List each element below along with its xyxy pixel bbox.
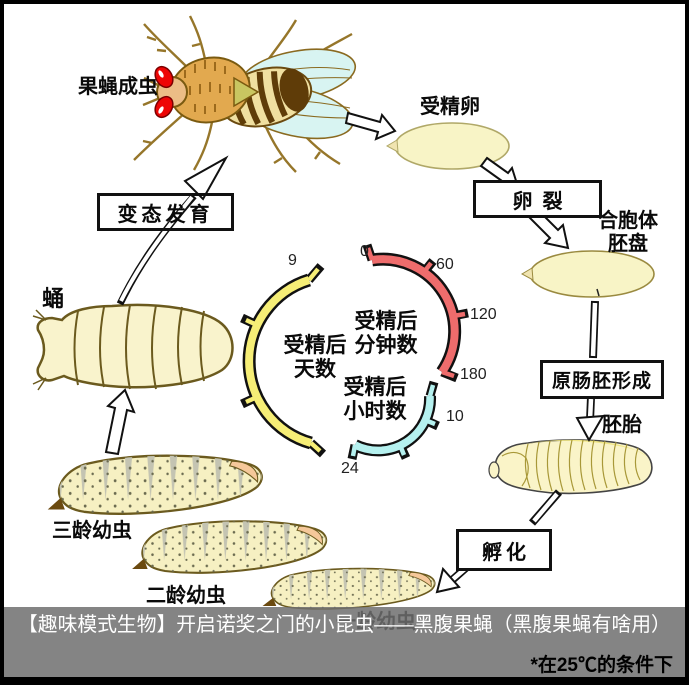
pupa-label: 蛹	[42, 286, 65, 311]
gastrulation-box: 原肠胚形成	[540, 360, 664, 399]
hours-tick-10: 10	[446, 408, 464, 425]
cleavage-box: 卵裂	[473, 180, 602, 218]
hours-scale-arc	[347, 380, 440, 460]
days-scale-label: 受精后天数	[283, 334, 347, 382]
blastoderm-illustration	[520, 250, 655, 298]
minutes-tick-120: 120	[470, 306, 497, 323]
minutes-tick-180: 180	[460, 366, 487, 383]
hours-tick-24: 24	[341, 460, 359, 477]
fertilized-egg-illustration	[385, 122, 510, 170]
embryo-label: 胚胎	[602, 414, 642, 436]
pupa-illustration	[32, 303, 234, 391]
days-scale-arc	[240, 263, 327, 458]
frame-border-right	[685, 0, 689, 685]
minutes-scale-label: 受精后分钟数	[354, 310, 418, 358]
fertilized-egg-label: 受精卵	[420, 96, 480, 118]
third-instar-larva	[48, 456, 262, 514]
metamorphosis-box: 变态发育	[97, 193, 234, 231]
frame-border-left	[0, 0, 4, 685]
frame-border-bottom	[0, 677, 689, 685]
caption-title: 【趣味模式生物】开启诺奖之门的小昆虫——黑腹果蝇（黑腹果蝇有啥用）	[18, 614, 671, 636]
fly-scutellum	[233, 76, 260, 108]
embryo-illustration	[488, 439, 653, 495]
arrow-fly-to-egg	[344, 111, 397, 141]
temperature-footnote: *在25℃的条件下	[530, 655, 673, 676]
arrow-larva-to-pupa	[104, 388, 136, 456]
days-tick-9: 9	[288, 252, 297, 269]
adult-fly-label: 果蝇成虫	[78, 76, 158, 98]
first-instar-larva	[263, 569, 435, 609]
frame-border-top	[0, 0, 689, 4]
minutes-scale-arc	[362, 243, 469, 383]
hours-scale-label: 受精后小时数	[343, 376, 407, 424]
arrow-pupa-to-fly	[116, 155, 229, 306]
minutes-tick-60: 60	[436, 256, 454, 273]
second-instar-larva	[132, 521, 326, 573]
arrow-blastoderm-to-embryo	[575, 288, 605, 443]
caption-overlay-bar: 【趣味模式生物】开启诺奖之门的小昆虫——黑腹果蝇（黑腹果蝇有啥用） *在25℃的…	[4, 607, 685, 677]
third-instar-label: 三龄幼虫	[52, 520, 132, 542]
arrow-cleavage-to-blastoderm	[527, 207, 570, 250]
blastoderm-label: 合胞体胚盘	[598, 210, 658, 255]
adult-fly-illustration	[133, 15, 357, 173]
minutes-tick-0: 0	[360, 243, 369, 260]
hatching-box: 孵化	[456, 529, 552, 571]
second-instar-label: 二龄幼虫	[146, 585, 226, 607]
